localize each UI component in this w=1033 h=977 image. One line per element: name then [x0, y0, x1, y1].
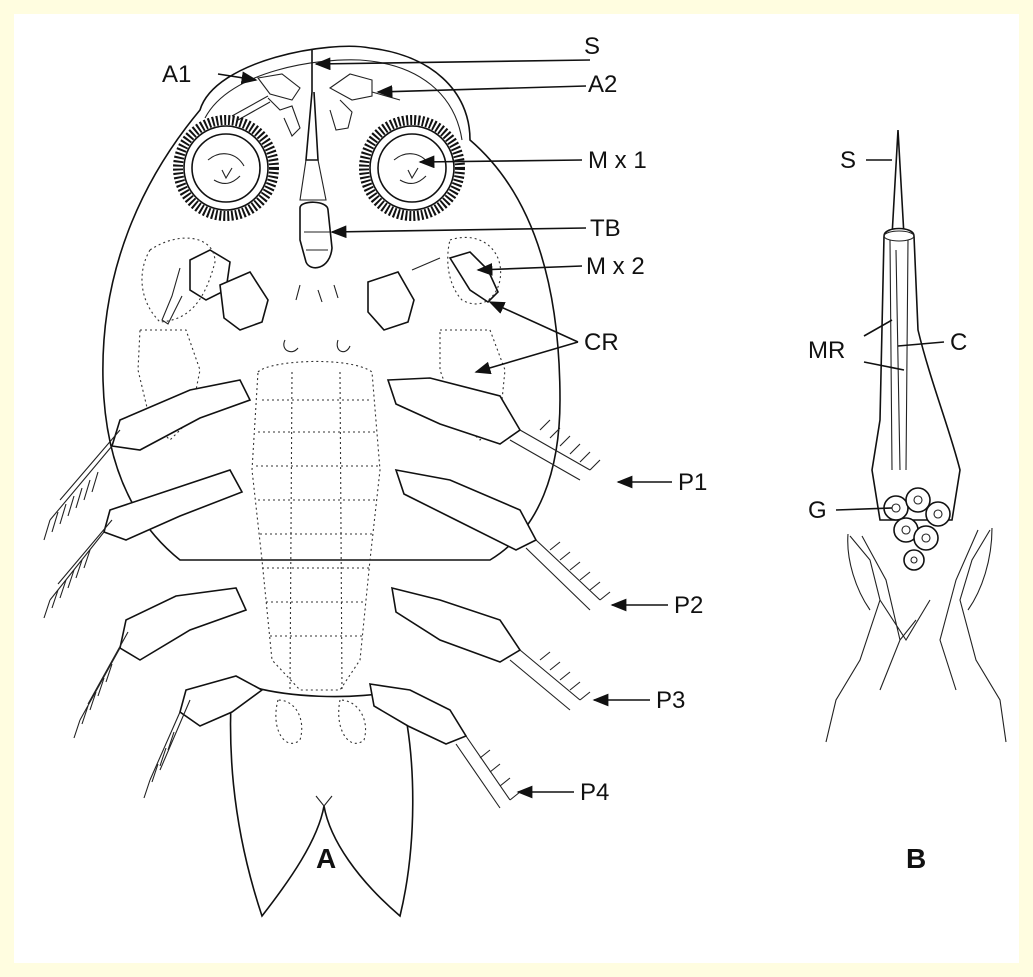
label-cr: CR: [584, 329, 619, 356]
panel-a-caption: A: [316, 843, 336, 874]
label-p1: P1: [678, 469, 707, 496]
panel-b-caption: B: [906, 843, 926, 874]
label-c: C: [950, 329, 967, 356]
label-p2: P2: [674, 592, 703, 619]
label-mr: MR: [808, 337, 845, 364]
tube-base: [300, 202, 332, 268]
label-p4: P4: [580, 779, 609, 806]
stylet-b: [892, 130, 904, 236]
label-a1: A1: [162, 61, 191, 88]
abdomen: [230, 680, 412, 916]
label-mx2: M x 2: [586, 253, 645, 280]
panel-b-drawing: S MR C G B: [808, 130, 1006, 874]
label-g: G: [808, 497, 827, 524]
label-s-a: S: [584, 33, 600, 60]
stylet-sheath: [872, 229, 960, 521]
label-p3: P3: [656, 687, 685, 714]
label-mx1: M x 1: [588, 147, 647, 174]
label-a2: A2: [588, 71, 617, 98]
label-s-b: S: [840, 147, 856, 174]
label-tb: TB: [590, 215, 621, 242]
panel-a-drawing: S A1 A2 M x 1 TB M x 2 CR P1 P2 P3 P4 A: [44, 33, 707, 916]
